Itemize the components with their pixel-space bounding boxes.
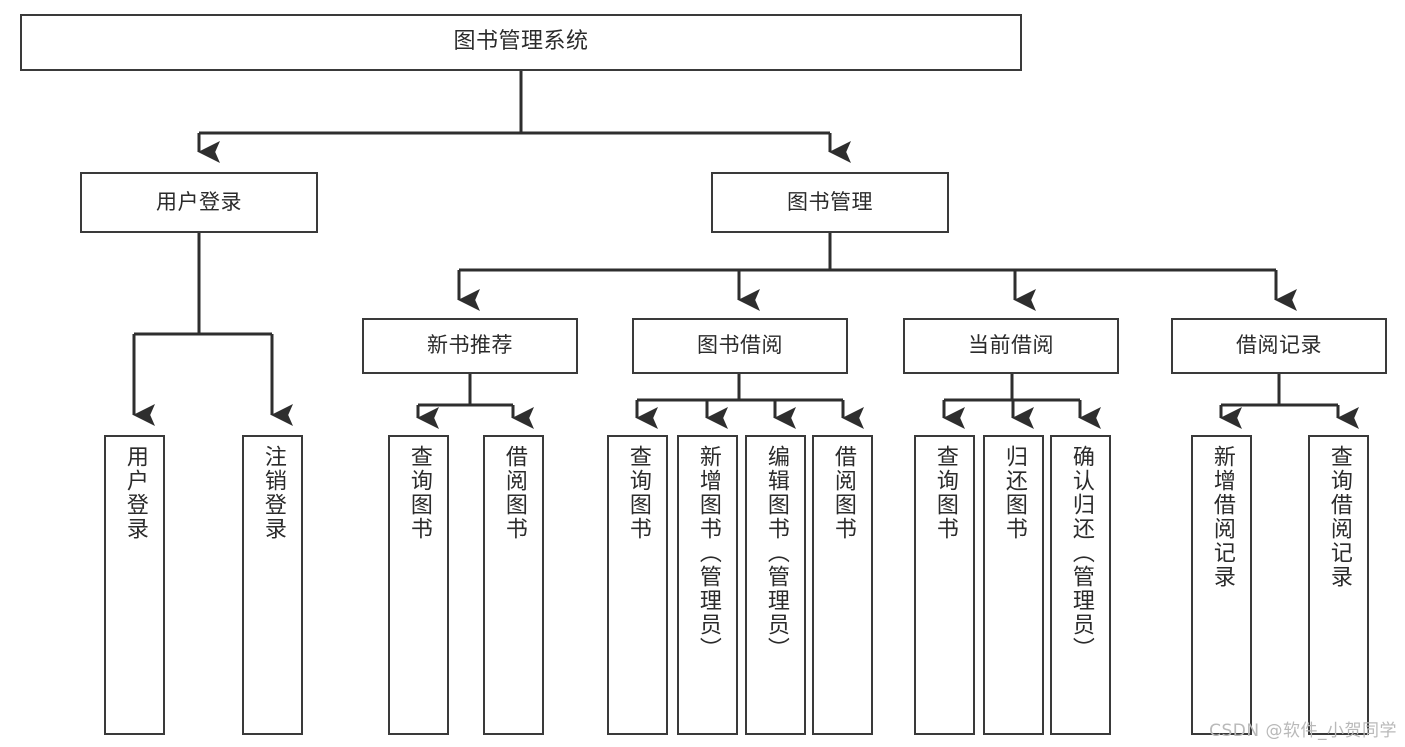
node-label: 新书推荐 <box>427 333 513 358</box>
node-label: 当前借阅 <box>968 333 1054 358</box>
node-label: 用户登录 <box>156 189 242 214</box>
node-label: 借阅图书 <box>501 445 527 541</box>
watermark-text: CSDN @软件_小贺同学 <box>1209 721 1397 741</box>
node-borrow-record[interactable]: 借阅记录 <box>1171 318 1387 374</box>
leaf-book-borrow-query[interactable]: 查询图书 <box>607 435 668 735</box>
leaf-book-borrow-edit[interactable]: 编辑图书（管理员） <box>745 435 806 735</box>
node-label: 图书管理 <box>787 189 873 214</box>
leaf-new-book-borrow[interactable]: 借阅图书 <box>483 435 544 735</box>
leaf-book-borrow-borrow[interactable]: 借阅图书 <box>812 435 873 735</box>
node-label: 新增借阅记录 <box>1209 445 1235 589</box>
node-label: 查询图书 <box>932 445 958 541</box>
node-label: 确认归还（管理员） <box>1068 445 1094 661</box>
node-label: 编辑图书（管理员） <box>763 445 789 661</box>
node-label: 查询图书 <box>406 445 432 541</box>
node-user-login[interactable]: 用户登录 <box>80 172 318 233</box>
leaf-book-borrow-add[interactable]: 新增图书（管理员） <box>677 435 738 735</box>
leaf-borrow-record-query[interactable]: 查询借阅记录 <box>1308 435 1369 735</box>
node-label: 查询借阅记录 <box>1326 445 1352 589</box>
node-label: 用户登录 <box>122 445 148 541</box>
leaf-current-borrow-query[interactable]: 查询图书 <box>914 435 975 735</box>
leaf-current-borrow-return[interactable]: 归还图书 <box>983 435 1044 735</box>
node-root-system[interactable]: 图书管理系统 <box>20 14 1022 71</box>
node-label: 新增图书（管理员） <box>695 445 721 661</box>
node-label: 注销登录 <box>260 445 286 541</box>
node-label: 查询图书 <box>625 445 651 541</box>
node-book-borrow[interactable]: 图书借阅 <box>632 318 848 374</box>
leaf-user-login-logout[interactable]: 注销登录 <box>242 435 303 735</box>
node-label: 归还图书 <box>1001 445 1027 541</box>
node-current-borrow[interactable]: 当前借阅 <box>903 318 1119 374</box>
node-label: 借阅记录 <box>1236 333 1322 358</box>
leaf-current-borrow-confirm-return[interactable]: 确认归还（管理员） <box>1050 435 1111 735</box>
leaf-user-login-login[interactable]: 用户登录 <box>104 435 165 735</box>
leaf-borrow-record-add[interactable]: 新增借阅记录 <box>1191 435 1252 735</box>
node-book-management[interactable]: 图书管理 <box>711 172 949 233</box>
node-label: 图书借阅 <box>697 333 783 358</box>
node-new-book-recommend[interactable]: 新书推荐 <box>362 318 578 374</box>
node-label: 图书管理系统 <box>453 29 589 55</box>
leaf-new-book-query[interactable]: 查询图书 <box>388 435 449 735</box>
node-label: 借阅图书 <box>830 445 856 541</box>
